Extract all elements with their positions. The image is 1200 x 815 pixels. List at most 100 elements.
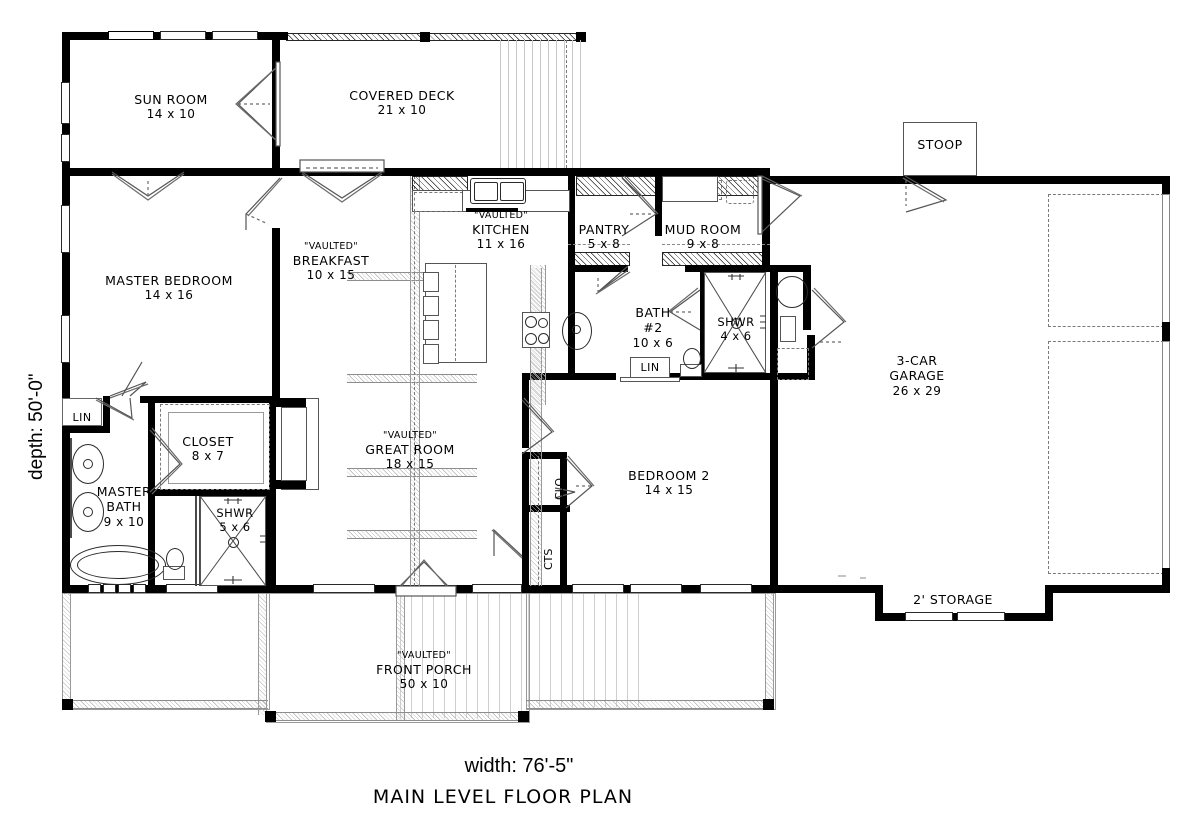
window-sunroom-top-2 [160,31,206,40]
window-storage-bottom-1 [905,612,953,621]
room-label-shower-bath2: SHWR 4 x 6 [717,315,754,343]
room-label-storage: 2' STORAGE [913,592,993,607]
wall-mud-bottom [685,265,770,272]
porch-boards-right [528,594,648,707]
room-dims: 10 x 6 [632,335,674,350]
wall-pantry-left [568,176,575,272]
cabinet-dash-left [414,192,468,212]
wall-deck-top [280,32,288,40]
room-dims: 11 x 16 [476,236,526,251]
wall-pantry-right [655,176,662,236]
garage-door-2 [1048,341,1164,574]
burner-4 [538,333,549,344]
wall-sunroom-bottom [62,168,280,176]
wall-shower-master-right [264,489,271,592]
room-label-pantry: PANTRY 5 x 8 [579,222,630,252]
garage-door-1 [1048,194,1164,327]
room-name: CLOSET [182,434,234,449]
cts-shelf-dash [538,510,539,585]
master-vanity-edge [70,438,72,538]
sink-bowl-left [474,182,498,201]
window-bath-bottom-5 [166,584,218,593]
toilet-master-bowl [166,548,184,570]
room-name-2: GARAGE [889,368,945,384]
page-title: MAIN LEVEL FLOOR PLAN [373,786,633,808]
closet-label: CTS [542,548,555,570]
wall-cts-left [522,505,529,589]
room-dims: 14 x 16 [144,288,194,303]
room-dims: 14 x 15 [644,483,694,498]
room-dims: 50 x 10 [399,676,449,691]
garage-door-1-panel [1162,194,1170,325]
room-name: BEDROOM 2 [628,468,710,483]
window-master-left-1 [61,205,70,253]
front-porch-outline-left [62,593,270,710]
ceiling-ridge-dash [414,176,415,586]
garage-door-2-panel [1162,341,1170,572]
wall-bath2-bottom [568,373,616,380]
depth-label: depth: 50'-0" [26,373,48,480]
wall-sunroom-right [272,32,280,172]
wall-clo-left [522,452,529,522]
room-dims: 9 x 10 [103,514,145,529]
room-name: COVERED DECK [349,88,455,103]
room-name: PANTRY [578,222,630,237]
garage-door-1-jamb [1162,322,1170,336]
hall-cabinet [780,316,796,342]
garage-door-2-jamb [1162,568,1170,588]
wall-lin-master-bottom [62,426,110,433]
closet-label: LIN [72,411,92,424]
counter-pantry-top [576,176,656,196]
vaulted-tag: "VAULTED" [383,430,437,441]
room-name: STOOP [917,137,963,152]
wall-hall-right [770,265,810,272]
counter-pantry-bottom [568,252,630,266]
master-sink-1-drain [83,459,93,469]
washer-circle [776,276,808,308]
porch-corner-right [763,699,774,710]
wall-bedroom2-top [522,373,572,380]
closet-label: CLO [553,477,566,500]
window-sunroom-top-3 [212,31,258,40]
wall-exterior-left [62,32,70,592]
fireplace-hearth-top [272,398,306,407]
room-label-stoop: STOOP [917,137,962,152]
wall-exterior-bottom-left [62,585,522,593]
master-tub [70,545,166,585]
wall-greatroom-left [269,489,276,592]
window-master-left-2 [61,315,70,363]
counter-mud-bottom [662,252,770,266]
room-name: BREAKFAST [292,252,370,268]
label-lin-bath2: LIN [640,361,659,374]
window-masterbath-bottom-2 [103,584,116,593]
counter-mud-edge [662,244,770,245]
counter-kitchen-front-edge [466,208,518,212]
deck-edge-dashed [566,40,587,168]
room-label-garage: 3-CAR GARAGE 26 x 29 [889,353,944,398]
room-name: MUD ROOM [664,222,742,237]
window-masterbath-bottom-3 [118,584,131,593]
wall-master-bedroom-right [272,228,280,398]
sink-bowl-right [500,182,524,201]
closet-shelf-inner [168,412,264,484]
window-greatroom-bottom-2 [472,584,522,593]
porch-boards-mid [400,594,528,718]
wall-closet-right [269,396,276,496]
room-label-master-bedroom: MASTER BEDROOM 14 x 16 [105,273,233,303]
window-sunroom-left-2 [61,134,70,162]
room-name: BATH [635,305,671,320]
room-dims: 21 x 10 [377,103,427,118]
room-name: FRONT PORCH [376,661,472,677]
shower-master-drain [228,537,239,548]
room-label-shower-master: SHWR 5 x 6 [216,506,253,534]
post-deck-top-mid [420,32,430,42]
room-label-master-closet: CLOSET 8 x 7 [182,434,234,464]
lin-master-shelf [62,398,102,426]
wall-deck-bottom [280,168,410,176]
window-greatroom-bottom-1 [313,584,375,593]
room-name: MASTER BEDROOM [105,273,233,288]
sink-secondary [562,312,592,350]
shower-master-divider2 [199,496,200,586]
room-name: GREAT ROOM [365,441,455,457]
